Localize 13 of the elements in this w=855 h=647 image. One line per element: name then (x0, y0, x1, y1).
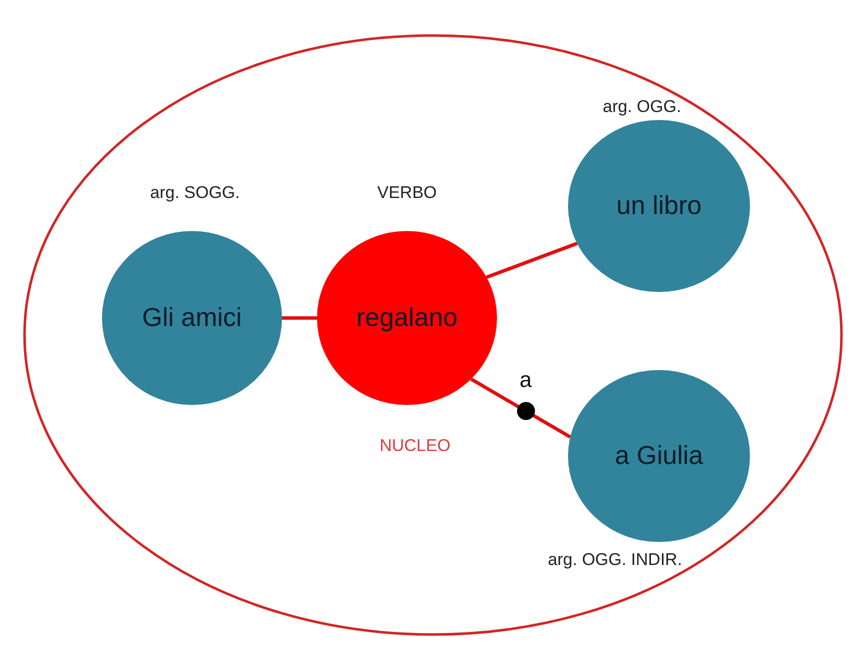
node-label: regalano (356, 303, 458, 333)
connector-line (470, 378, 572, 439)
node-label: un libro (616, 191, 702, 221)
caption-label: arg. OGG. INDIR. (548, 550, 682, 570)
caption-label: arg. SOGG. (150, 182, 240, 204)
connector-line (282, 316, 317, 320)
node-label: a Giulia (614, 441, 704, 471)
caption-label: NUCLEO (380, 436, 450, 456)
connector-line (486, 242, 578, 279)
node-label: Gli amici (142, 303, 242, 333)
caption-label: arg. OGG. (602, 96, 682, 118)
caption-label: VERBO (377, 182, 437, 204)
edge-label: a (520, 368, 532, 392)
